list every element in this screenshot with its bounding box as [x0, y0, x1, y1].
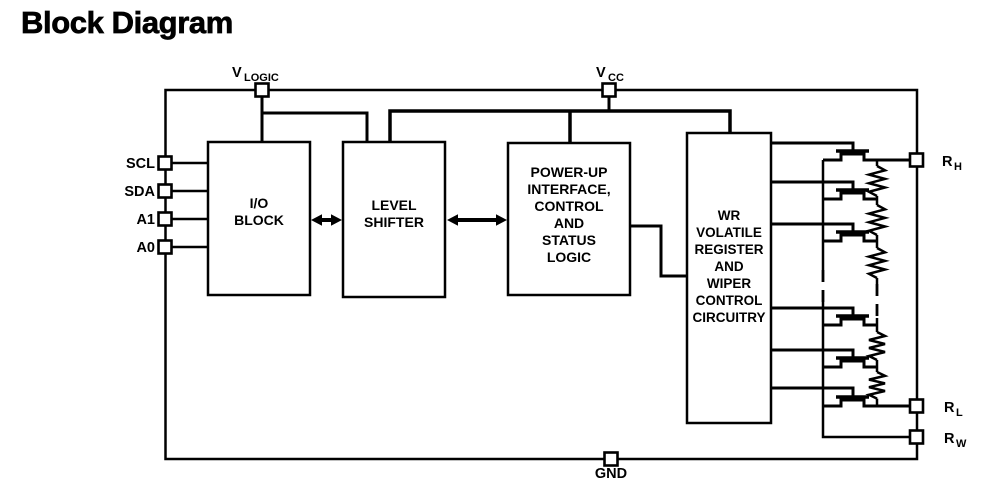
svg-text:STATUS: STATUS: [542, 232, 596, 248]
io-block-label: I/O BLOCK: [234, 195, 284, 228]
svg-text:SHIFTER: SHIFTER: [364, 214, 424, 230]
pin-labels: V LOGIC V CC SCL SDA A1 A0 R H R L R W G…: [124, 65, 967, 482]
svg-text:VOLATILE: VOLATILE: [696, 225, 762, 240]
svg-text:CONTROL: CONTROL: [534, 198, 604, 214]
bidirectional-arrow-levelshifter-powerup: [447, 214, 507, 226]
level-shifter-label: LEVEL SHIFTER: [364, 197, 424, 230]
pin-rl: [908, 398, 925, 414]
vcc-label: V: [596, 65, 606, 81]
gate-feed-wire-6: [771, 386, 855, 397]
vcc-subscript: CC: [608, 72, 624, 84]
left-signal-wires: [171, 161, 208, 249]
wiper-bus: [821, 160, 910, 439]
resistor-1: [864, 164, 890, 198]
level-shifter-box: [341, 140, 447, 299]
pin-vcc: [601, 82, 617, 98]
vcc-rail-wire: [388, 109, 732, 142]
mosfet-channel: [823, 398, 910, 408]
switch-gate-wires: [771, 141, 855, 397]
svg-text:WR: WR: [718, 208, 741, 223]
gate-feed-wire-1: [771, 141, 855, 151]
arrowhead-right-icon: [331, 214, 342, 226]
mosfet-channel: [823, 233, 877, 243]
pin-sda: [157, 183, 173, 199]
resistor-5: [865, 370, 889, 400]
vlogic-branch-wire: [262, 111, 369, 142]
mosfet-channel: [823, 152, 910, 162]
package-pins: [157, 82, 925, 467]
mosfet-channel: [823, 359, 877, 369]
mosfet-switch-5: [823, 356, 877, 369]
rw-subscript: W: [956, 438, 967, 450]
vlogic-subscript: LOGIC: [244, 72, 279, 84]
arrowhead-left-icon: [311, 214, 322, 226]
scl-label: SCL: [126, 156, 155, 172]
mosfet-switches: [823, 149, 910, 408]
arrowhead-left-icon: [447, 214, 458, 226]
page-title: Block Diagram: [21, 5, 234, 41]
mosfet-switch-6: [823, 395, 910, 408]
gate-feed-wire-5: [771, 348, 855, 358]
resistor-string: [864, 160, 890, 406]
resistor-2: [864, 203, 890, 237]
mosfet-switch-4: [823, 314, 877, 327]
arrowhead-right-icon: [496, 214, 507, 226]
rl-subscript: L: [956, 407, 963, 419]
svg-text:WIPER: WIPER: [707, 276, 752, 291]
powerup-to-wiper-control-wire: [630, 224, 687, 278]
rh-label: R: [942, 154, 953, 170]
svg-text:INTERFACE,: INTERFACE,: [527, 181, 610, 197]
sda-label: SDA: [124, 184, 155, 200]
chip-boundary: [164, 88, 919, 461]
power-up-logic-box: [506, 141, 632, 297]
supply-wires: [260, 96, 732, 143]
wiper-control-label: WR VOLATILE REGISTER AND WIPER CONTROL C…: [693, 208, 766, 325]
io-block-box: [206, 140, 312, 297]
pin-rh: [908, 152, 925, 168]
svg-text:POWER-UP: POWER-UP: [531, 164, 608, 180]
wiper-control-box: [685, 131, 773, 425]
resistor-3: [864, 246, 890, 280]
gate-feed-wire-4: [771, 306, 855, 316]
mosfet-channel: [823, 317, 877, 327]
bidirectional-arrow-io-levelshifter: [311, 214, 342, 226]
vlogic-label: V: [232, 65, 242, 81]
pin-gnd: [603, 451, 619, 467]
pin-vlogic: [254, 82, 270, 98]
svg-text:REGISTER: REGISTER: [694, 242, 763, 257]
rh-subscript: H: [954, 161, 962, 173]
svg-text:LOGIC: LOGIC: [547, 249, 591, 265]
pin-rw: [908, 429, 925, 445]
wiper-bus-lower: [821, 302, 910, 439]
mosfet-switch-1: [823, 149, 910, 162]
pin-a0: [157, 239, 173, 255]
svg-text:CIRCUITRY: CIRCUITRY: [693, 310, 766, 325]
svg-text:LEVEL: LEVEL: [371, 197, 417, 213]
svg-text:AND: AND: [714, 259, 743, 274]
power-up-logic-label: POWER-UP INTERFACE, CONTROL AND STATUS L…: [527, 164, 610, 265]
pin-a1: [157, 211, 173, 227]
gate-feed-wire-2: [771, 180, 855, 190]
rw-label: R: [944, 431, 955, 447]
svg-text:BLOCK: BLOCK: [234, 212, 284, 228]
mosfet-switch-2: [823, 188, 877, 201]
mosfet-switch-3: [823, 230, 877, 243]
mosfet-channel: [823, 191, 877, 201]
a1-label: A1: [136, 212, 155, 228]
gnd-label: GND: [595, 466, 627, 482]
rl-label: R: [944, 400, 955, 416]
svg-text:I/O: I/O: [250, 195, 269, 211]
a0-label: A0: [136, 240, 155, 256]
pin-scl: [157, 155, 173, 171]
resistor-4: [865, 330, 889, 362]
svg-text:AND: AND: [554, 215, 584, 231]
gate-feed-wire-3: [771, 222, 855, 232]
svg-text:CONTROL: CONTROL: [696, 293, 763, 308]
